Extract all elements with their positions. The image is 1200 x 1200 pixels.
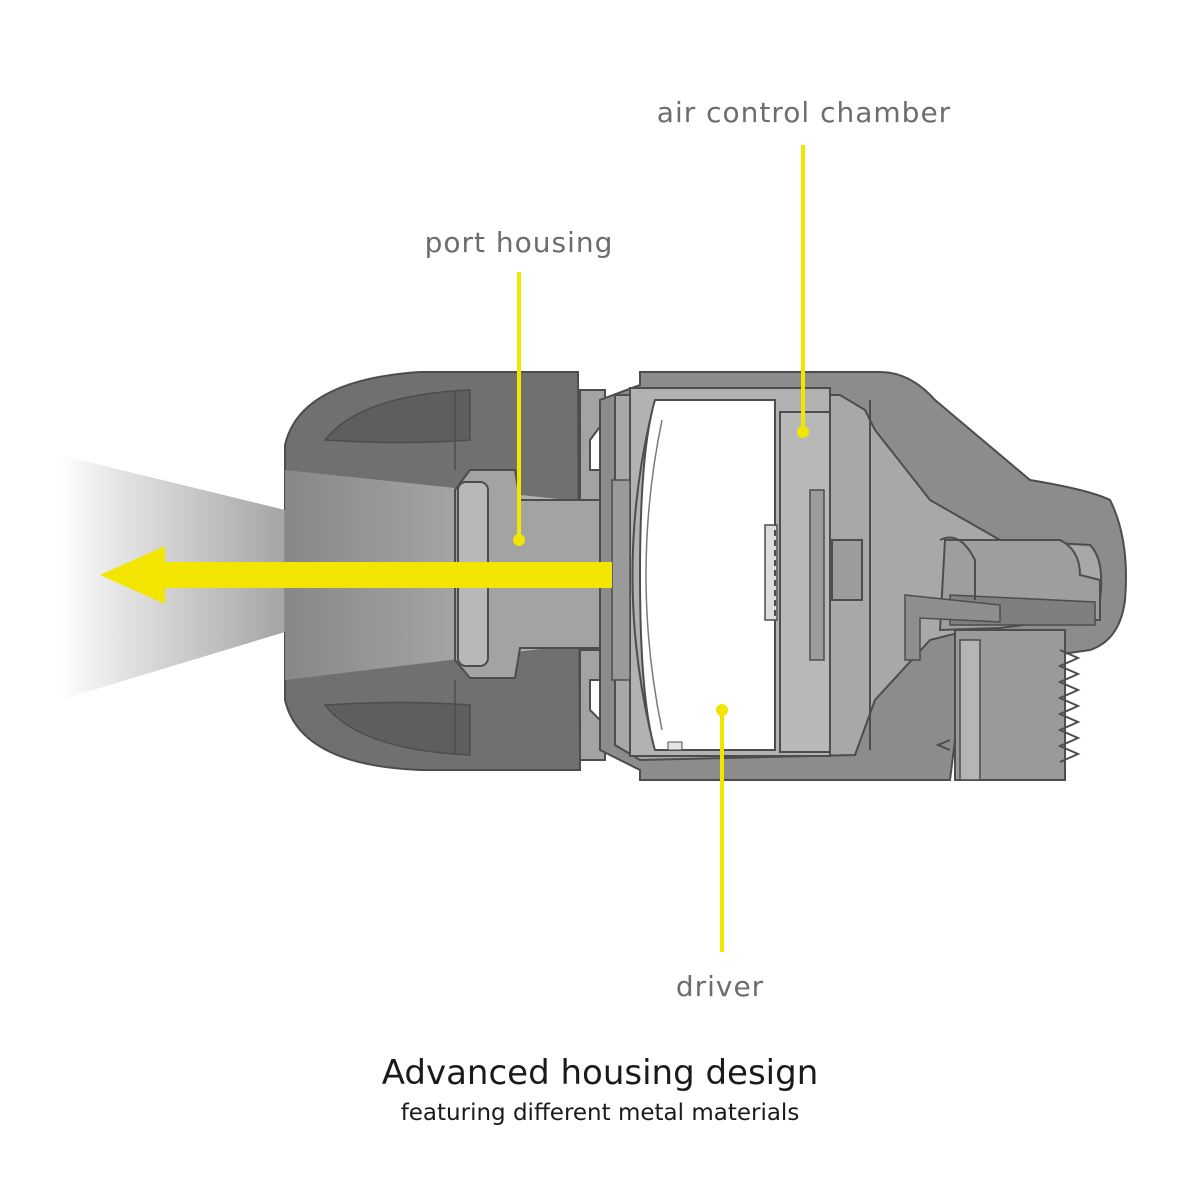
callout-air-control-chamber: [797, 145, 809, 438]
cable-connector: [904, 536, 1101, 781]
sound-direction-arrow: [100, 546, 612, 604]
label-port-housing: port housing: [425, 226, 614, 259]
caption-subtitle: featuring different metal materials: [400, 1100, 800, 1126]
label-driver: driver: [676, 970, 764, 1003]
label-air-control-chamber: air control chamber: [657, 96, 951, 129]
caption-title: Advanced housing design: [381, 1053, 819, 1093]
air-control-chamber: [779, 400, 871, 753]
driver-unit: [611, 399, 778, 751]
callout-port-housing: [513, 272, 525, 546]
callout-driver: [716, 704, 728, 952]
